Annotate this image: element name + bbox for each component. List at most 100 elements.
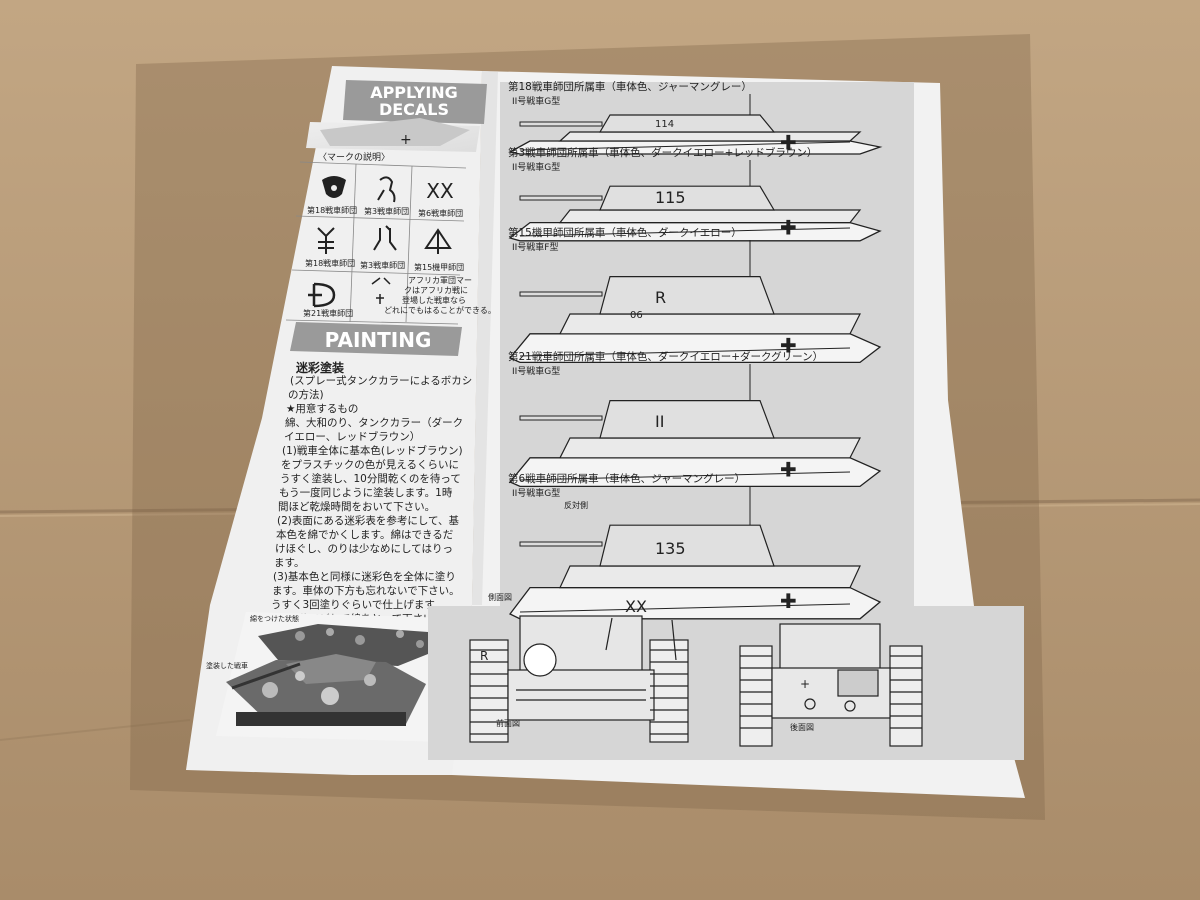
camo-line: ます。: [274, 557, 304, 569]
tank-turret: [599, 276, 775, 315]
camo-line: ます。車体の下方も忘れないで下さい。: [272, 584, 460, 597]
turret-number: 135: [655, 539, 686, 558]
section-title: 第6戦車師団所属車（車体色、ジャーマングレー）: [508, 472, 745, 485]
bear-icon: [377, 176, 396, 203]
double-x-icon: XX: [426, 179, 454, 203]
paper-left-panel: [186, 66, 482, 775]
tank-photo-upper: [258, 624, 438, 666]
camo-line: (2)表面にある迷彩表を参考にして、基: [277, 514, 460, 527]
camo-tank-photo: 綿をつけた状態 塗装した戦車: [206, 612, 452, 742]
section-subtitle: II号戦車G型: [512, 487, 560, 499]
hull-number: 06: [630, 310, 643, 321]
tank-gun: [519, 541, 603, 547]
tank-gun: [519, 195, 603, 201]
rear-view-label: 後面図: [790, 722, 814, 732]
painting-title: PAINTING: [325, 328, 432, 352]
camo-line: 本色を綿でかくします。綿はできるだ: [276, 528, 453, 541]
trident-icon: [317, 227, 335, 254]
front-view-r-mark: R: [480, 649, 488, 663]
tank-gun: [519, 121, 603, 127]
track-rail: [519, 227, 851, 237]
turret-number: R: [655, 288, 666, 307]
section-subtitle: II号戦車F型: [512, 241, 559, 253]
balkenkreuz-icon: ✚: [780, 589, 797, 613]
tank-section-c: 第15機甲師団所属車（車体色、ダークイエロー）II号戦車F型✚R06: [508, 226, 882, 364]
section-title: 第21戦車師団所属車（車体色、ダークイエロー+ダークグリーン）: [508, 350, 823, 363]
track-rail: [519, 141, 851, 151]
arrow-up-icon: [424, 228, 452, 254]
tank-section-b: 第3戦車師団所属車（車体色、ダークイエロー+レッドブラウン） II号戦車G型 ✚ 11…: [508, 146, 882, 242]
photo-caption-1: 綿をつけた状態: [250, 614, 299, 623]
front-view-label: 前面図: [496, 718, 520, 728]
tank-superstructure: [558, 131, 862, 142]
tank-hull: [508, 457, 882, 488]
tank-section-d: 第21戦車師団所属車（車体色、ダークイエロー+ダークグリーン） II号戦車G型 ✚ I…: [508, 350, 882, 488]
section-title: 第18戦車師団所属車（車体色、ジャーマングレー）: [508, 80, 752, 93]
camo-line: 間ほど乾燥時間をおいて下さい。: [278, 500, 435, 513]
camo-line: うすく3回塗りぐらいで仕上げます。: [271, 598, 444, 611]
track-rail: [519, 603, 851, 613]
runes-icon: [373, 225, 397, 251]
tank-section-a: 第18戦車師団所属車（車体色、ジャーマングレー） II号戦車G型 ✚ 114: [508, 80, 883, 155]
tank-photo-lower: [226, 654, 426, 726]
double-x-mark: XX: [625, 597, 647, 616]
balkenkreuz-icon: ✚: [780, 458, 797, 482]
tank-profiles: 第18戦車師団所属車（車体色、ジャーマングレー） II号戦車G型 ✚ 114 第3戦車師…: [488, 80, 883, 620]
section-title: 第3戦車師団所属車（車体色、ダークイエロー+レッドブラウン）: [508, 146, 817, 159]
camo-line: ★用意するもの: [286, 402, 358, 415]
camo-line: (スプレー式タンクカラーによるボカシ: [290, 374, 472, 387]
rear-view-drawing: [739, 623, 923, 747]
camo-line: 綿、大和のり、タンクカラー（ダーク: [285, 416, 463, 429]
section-subtitle: II号戦車G型: [512, 161, 560, 173]
decal-photo: +: [306, 118, 480, 152]
banner-title-line1: APPLYING: [370, 83, 458, 102]
tank-gun: [519, 415, 603, 421]
emblem-label-7: 第21戦車師団: [303, 308, 353, 318]
track-rail: [519, 347, 851, 357]
camo-line: うすく塗装し、10分間乾くのを待って: [280, 472, 461, 485]
decal-photo-cross-icon: +: [400, 132, 412, 148]
balkenkreuz-icon: ✚: [780, 216, 797, 240]
tank-gun: [519, 291, 603, 297]
emblem-label-2: 第3戦車師団: [364, 206, 409, 216]
banner-title-line2: DECALS: [379, 100, 449, 119]
balkenkreuz-icon: ✚: [780, 334, 797, 358]
afrika-note-line-4: どれにでもはることができる。: [384, 305, 496, 315]
camo-line: をプラスチックの色が見えるくらいに: [281, 458, 459, 471]
tank-hull: [508, 333, 882, 364]
tank-hull: [508, 140, 883, 155]
turret-number: II: [655, 412, 664, 431]
rear-view-cross-icon: +: [800, 677, 810, 691]
camo-line: イエロー、レッドブラウン）: [284, 430, 420, 443]
tank-turret: [598, 114, 776, 133]
emblem-label-5: 第3戦車師団: [360, 260, 405, 270]
marks-caption: 〈マークの説明〉: [318, 151, 390, 163]
camo-line: (1)戦車全体に基本色(レッドブラウン): [282, 444, 463, 457]
turret-number: 115: [655, 188, 686, 207]
balkenkreuz-icon: ✚: [780, 131, 797, 155]
d-bar-icon: [308, 282, 336, 308]
tank-superstructure: [558, 209, 862, 224]
tank-turret: [599, 524, 775, 567]
turret-number: 114: [655, 119, 674, 130]
camo-line: (3)基本色と同様に迷彩色を全体に塗り: [273, 570, 456, 583]
afrika-note-line-2: クはアフリカ戦に: [404, 285, 468, 295]
section-subtitle: II号戦車G型: [512, 95, 560, 107]
emblem-label-1: 第18戦車師団: [307, 205, 357, 215]
cardboard-crease: [0, 719, 191, 741]
tank-superstructure: [559, 437, 861, 459]
side-view-label: 側面図: [488, 592, 512, 602]
tank-turret: [599, 185, 776, 211]
afrika-note-line-3: 登場した戦車なら: [402, 295, 466, 305]
emblem-label-4: 第18戦車師団: [305, 258, 355, 268]
bull-head-icon: [322, 176, 346, 198]
emblem-grid: [285, 161, 467, 325]
tank-hull: [509, 586, 882, 620]
front-view-drawing: [469, 615, 689, 743]
emblem-label-3: 第6戦車師団: [418, 208, 463, 218]
section-subtitle: II号戦車G型: [512, 365, 560, 377]
emblem-label-6: 第15機甲師団: [414, 262, 464, 272]
camo-heading: 迷彩塗装: [295, 360, 344, 375]
camo-line: の方法): [288, 388, 324, 401]
